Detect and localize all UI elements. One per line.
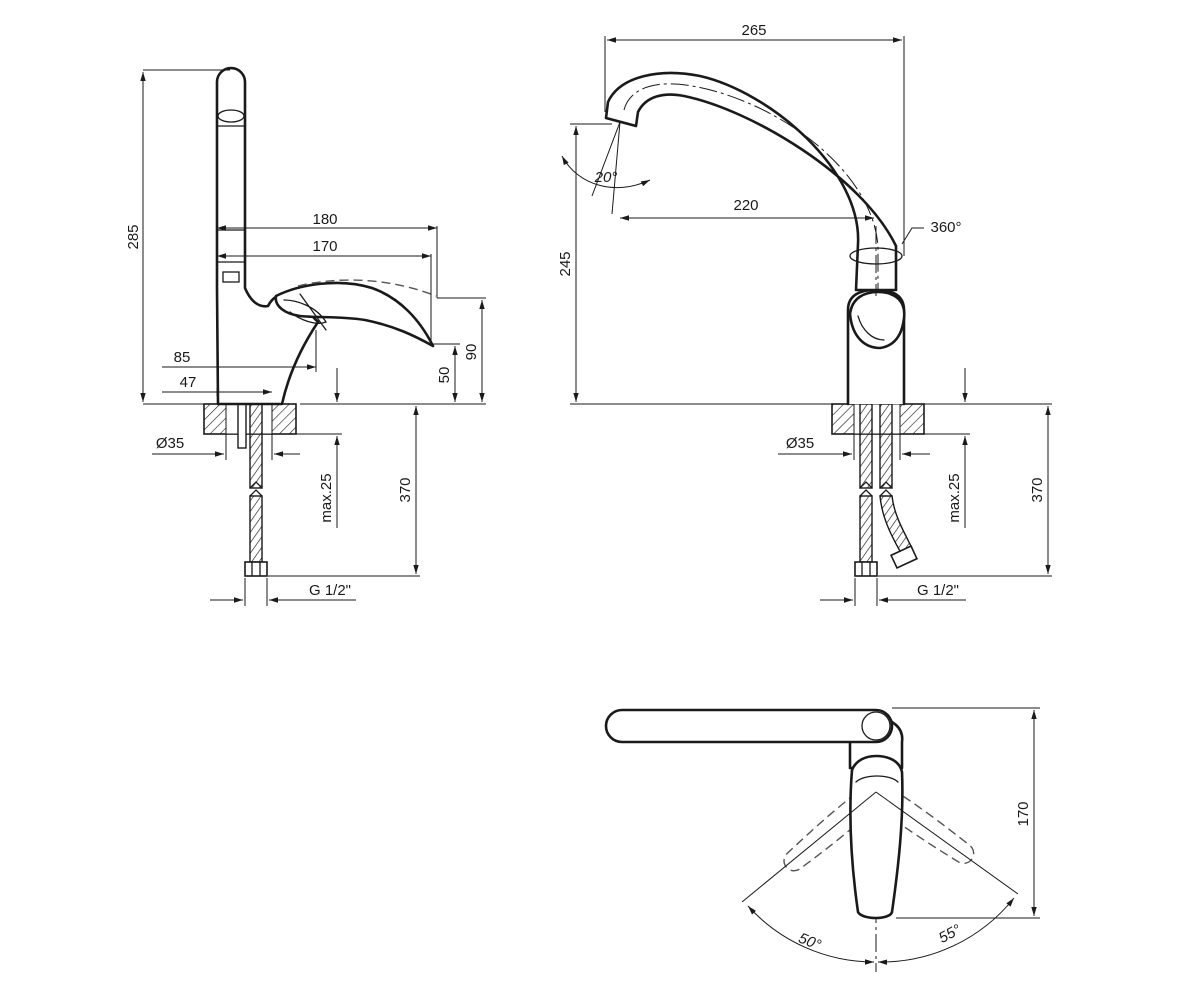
front-dim-spout-height: 245 bbox=[557, 251, 574, 276]
front-dim-spout-reach: 220 bbox=[733, 197, 758, 214]
side-hose-lower bbox=[249, 495, 263, 563]
front-view: 20° 265 220 245 360° Ø35 max.25 370 G 1/… bbox=[557, 22, 1052, 606]
side-mounting-stud bbox=[237, 403, 247, 449]
front-hose-right-upper bbox=[879, 403, 893, 489]
side-dim-reach: 170 bbox=[312, 238, 337, 255]
side-dim-max-thickness: max.25 bbox=[318, 473, 335, 522]
front-dim-connection-thread: G 1/2" bbox=[917, 582, 959, 599]
side-dim-overall-height: 285 bbox=[125, 224, 142, 249]
top-lever-left-ghost bbox=[783, 775, 893, 872]
side-view: 285 180 170 85 47 90 50 Ø35 max.25 370 bbox=[125, 66, 486, 606]
top-dim-depth: 170 bbox=[1015, 801, 1032, 826]
front-tilt-arc bbox=[561, 155, 651, 188]
side-aerator bbox=[217, 109, 245, 123]
front-hose-right-lower bbox=[879, 495, 913, 554]
side-faucet-body bbox=[215, 66, 320, 406]
side-lever-hub bbox=[283, 299, 327, 324]
front-hose-left-lower bbox=[859, 495, 873, 563]
side-lever-raised-ghost bbox=[297, 279, 437, 297]
top-swing-arc-right bbox=[877, 897, 1015, 965]
front-spout-centerline bbox=[623, 83, 879, 290]
side-dim-lever-tip-height: 50 bbox=[436, 367, 453, 384]
side-cartridge-pin bbox=[222, 271, 240, 283]
side-dim-lever-drop: 90 bbox=[463, 344, 480, 361]
front-dim-hole-diameter: Ø35 bbox=[786, 435, 814, 452]
top-swing-arc-left bbox=[747, 905, 875, 965]
top-lever-right-ghost bbox=[859, 776, 975, 864]
side-dim-hole-diameter: Ø35 bbox=[156, 435, 184, 452]
side-hose-nut bbox=[244, 561, 268, 577]
side-counter-hole bbox=[225, 403, 273, 435]
front-dim-swivel-angle: 360° bbox=[930, 219, 961, 236]
front-lever-handle bbox=[848, 290, 906, 350]
side-dim-body-depth: 85 bbox=[174, 349, 191, 366]
top-dim-angle-left: 50° bbox=[796, 930, 823, 954]
top-view: 170 50° 55° bbox=[604, 707, 1040, 972]
side-lever-handle bbox=[274, 281, 435, 348]
side-dim-connection-thread: G 1/2" bbox=[309, 582, 351, 599]
front-hose-left-nut bbox=[854, 561, 878, 577]
top-spout bbox=[604, 708, 894, 744]
side-dim-reach-max: 180 bbox=[312, 211, 337, 228]
side-hose-upper bbox=[249, 403, 263, 489]
top-lever-handle bbox=[849, 754, 904, 920]
front-dim-reach-total: 265 bbox=[741, 22, 766, 39]
top-swivel-joint bbox=[861, 711, 891, 741]
front-hose-right-nut bbox=[890, 544, 918, 570]
front-dim-max-thickness: max.25 bbox=[946, 473, 963, 522]
front-dim-hose-length: 370 bbox=[1029, 477, 1046, 502]
front-spout-tip bbox=[605, 117, 637, 127]
side-hose-break bbox=[249, 481, 263, 497]
side-dim-spout-offset: 47 bbox=[180, 374, 197, 391]
front-hose-left-upper bbox=[859, 403, 873, 489]
front-dim-spout-tilt: 20° bbox=[594, 169, 618, 186]
side-dim-hose-length: 370 bbox=[397, 477, 414, 502]
